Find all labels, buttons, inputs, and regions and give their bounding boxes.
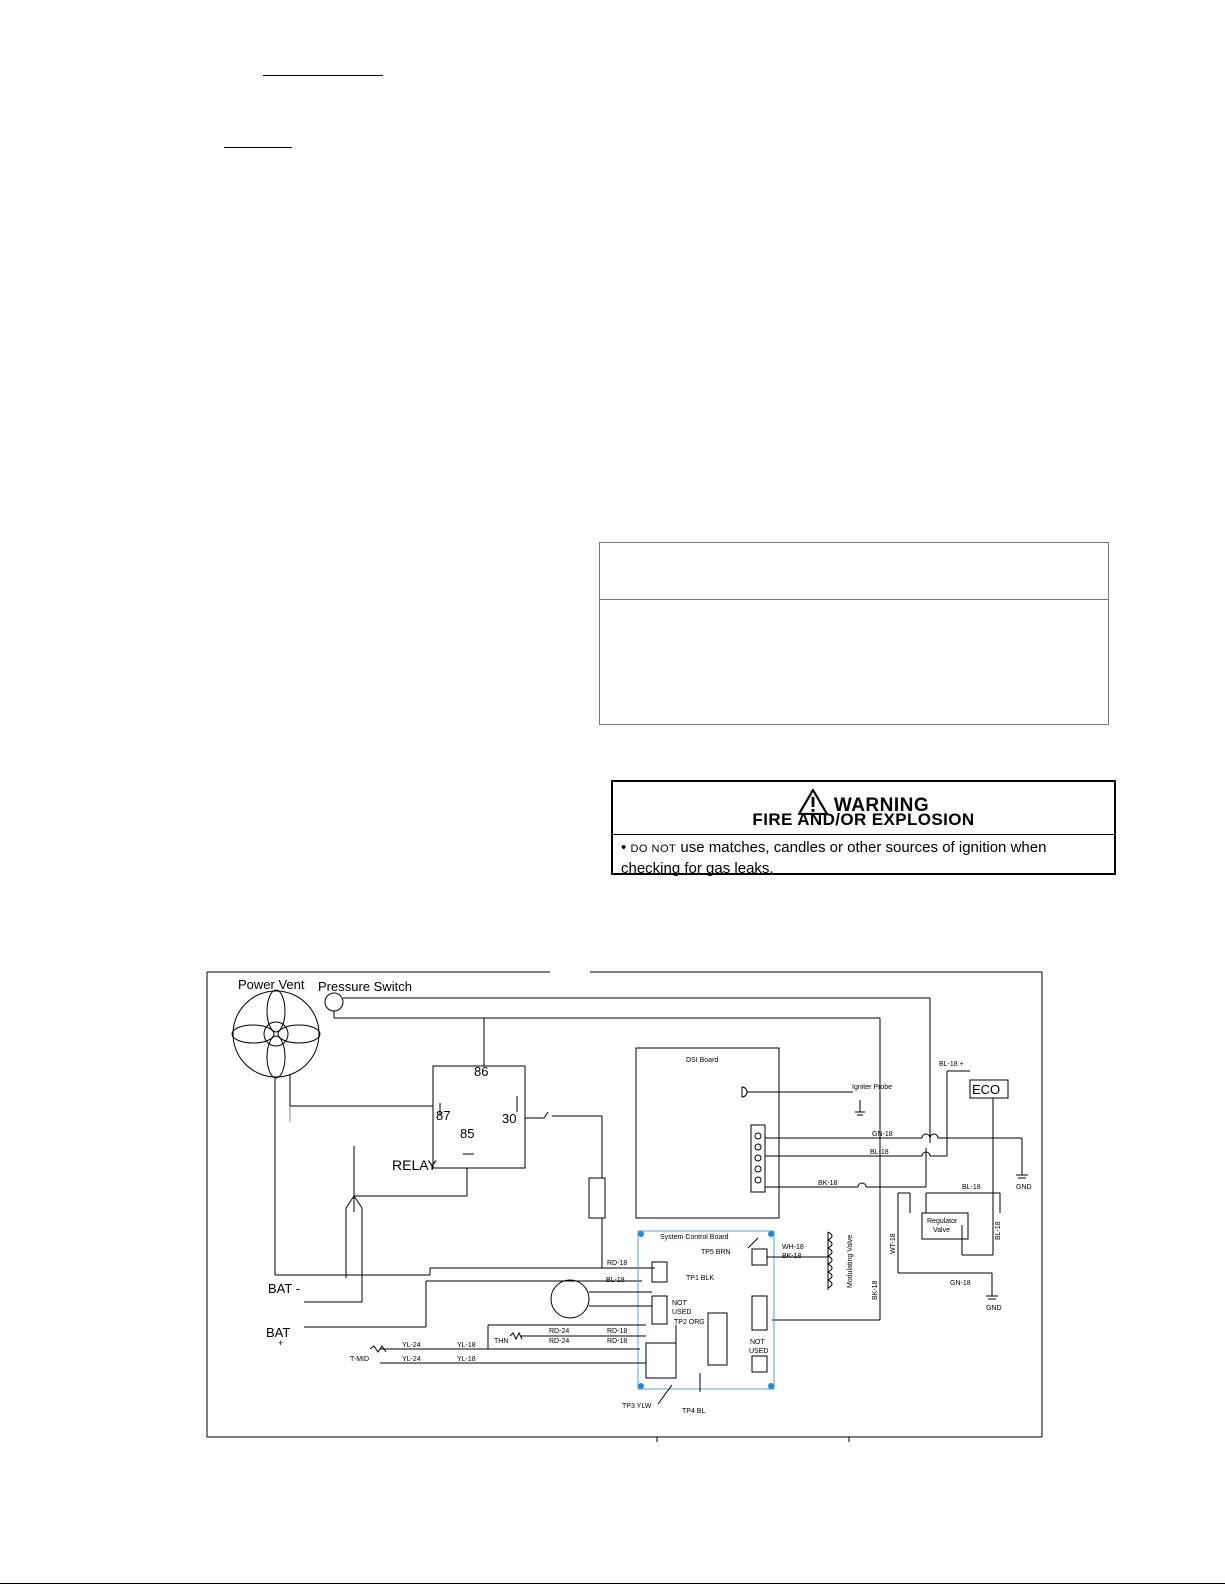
- warning-triangle-icon: [797, 789, 828, 815]
- label-bat-pos: BAT: [266, 1325, 290, 1340]
- label-not-used-1b: USED: [672, 1309, 691, 1316]
- label-gn18-b: GN-18: [950, 1280, 971, 1287]
- label-rd24-b: RD-24: [549, 1338, 569, 1345]
- page-bottom-rule: [0, 1583, 1225, 1584]
- header-rule-1: [263, 75, 383, 76]
- table-divider: [600, 599, 1108, 600]
- warning-bullet: •: [621, 839, 627, 856]
- warning-header: WARNING FIRE AND/OR EXPLOSION: [613, 782, 1114, 834]
- label-tp1: TP1 BLK: [686, 1275, 714, 1282]
- label-gn18-a: GN-18: [872, 1131, 893, 1138]
- warning-body: • DO NOT use matches, candles or other s…: [621, 838, 1106, 878]
- warning-subtitle: FIRE AND/OR EXPLOSION: [752, 810, 975, 829]
- warning-title-line: WARNING: [613, 789, 1114, 817]
- warning-separator: [613, 834, 1114, 835]
- label-valve: Valve: [933, 1227, 950, 1234]
- label-rd24-a: RD-24: [549, 1328, 569, 1335]
- label-bat-neg: BAT -: [268, 1281, 300, 1296]
- label-bl18-plus: BL-18 +: [939, 1061, 964, 1068]
- label-gnd-1: GND: [1016, 1184, 1032, 1191]
- label-bk18-a: BK-18: [818, 1180, 838, 1187]
- empty-table-box: [599, 542, 1109, 725]
- label-tp4: TP4 BL: [682, 1408, 705, 1415]
- label-bk18-v: BK-18: [872, 1280, 879, 1300]
- label-relay-30: 30: [502, 1111, 516, 1126]
- label-bk18-s: BK-18: [782, 1253, 802, 1260]
- label-bl18-d: BL-18: [606, 1277, 625, 1284]
- warning-box: WARNING FIRE AND/OR EXPLOSION • DO NOT u…: [611, 780, 1116, 878]
- warning-title: WARNING: [833, 795, 930, 816]
- label-tp3: TP3 YLW: [622, 1403, 652, 1410]
- warning-text: use matches, candles or other sources of…: [621, 839, 1047, 877]
- label-bat-plus: +: [278, 1338, 283, 1348]
- label-yl24-a: YL-24: [402, 1342, 421, 1349]
- label-rd18-c: RD-18: [607, 1338, 627, 1345]
- label-bl18-b: BL-18: [962, 1184, 981, 1191]
- label-eco: ECO: [972, 1082, 1000, 1097]
- label-not-used-2b: USED: [749, 1348, 768, 1355]
- label-power-vent: Power Vent: [238, 977, 305, 992]
- label-bl18-a: BL-18: [870, 1149, 889, 1156]
- label-wh18: WH-18: [782, 1244, 804, 1251]
- label-igniter-probe: Igniter Probe: [852, 1084, 892, 1091]
- label-wt18: WT-18: [890, 1233, 897, 1254]
- label-relay: RELAY: [392, 1157, 438, 1173]
- label-bl18-c: BL-18: [995, 1221, 1002, 1240]
- label-yl18-a: YL-18: [457, 1342, 476, 1349]
- label-not-used-1a: NOT: [672, 1300, 688, 1307]
- label-yl24-b: YL-24: [402, 1356, 421, 1363]
- label-relay-86: 86: [474, 1064, 488, 1079]
- label-modulating-valve: Modulating Valve: [847, 1235, 854, 1288]
- label-system-control-board: System Control Board: [660, 1234, 729, 1241]
- label-thn: THN: [494, 1338, 508, 1345]
- label-not-used-2a: NOT: [750, 1339, 766, 1346]
- label-regulator: Regulator: [927, 1218, 958, 1225]
- label-rd18-b: RD-18: [607, 1328, 627, 1335]
- header-rule-2: [224, 147, 292, 148]
- label-relay-87: 87: [436, 1108, 450, 1123]
- label-gnd-2: GND: [986, 1305, 1002, 1312]
- warning-do-not: DO NOT: [630, 843, 677, 855]
- label-yl18-b: YL-18: [457, 1356, 476, 1363]
- label-tmid: T-MID: [350, 1356, 369, 1363]
- label-tp5: TP5 BRN: [701, 1249, 731, 1256]
- label-tp2: TP2 ORG: [674, 1319, 705, 1326]
- label-dsi-board: DSI Board: [686, 1057, 718, 1064]
- label-pressure-switch: Pressure Switch: [318, 979, 412, 994]
- label-rd18-a: RD-18: [607, 1260, 627, 1267]
- label-relay-85: 85: [460, 1126, 474, 1141]
